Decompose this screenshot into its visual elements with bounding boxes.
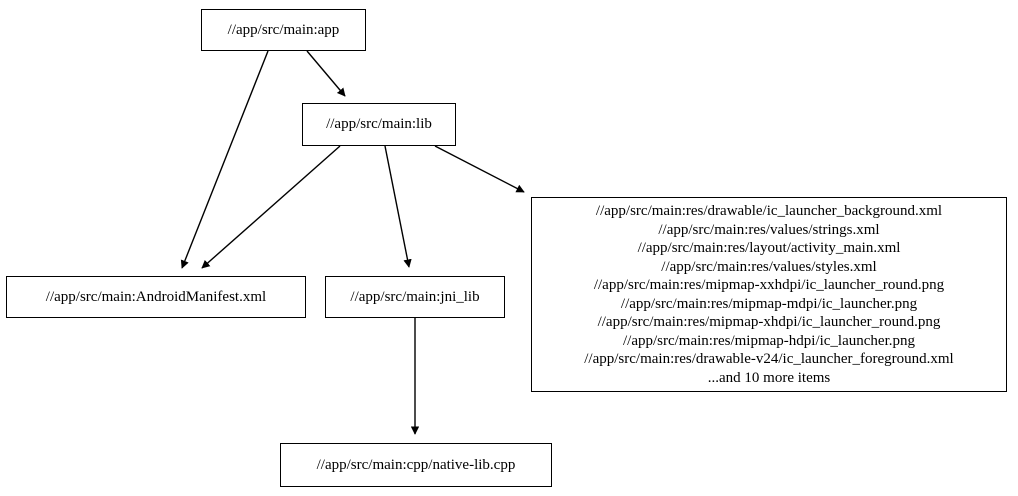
node-native-lib-cpp-label: //app/src/main:cpp/native-lib.cpp	[316, 456, 516, 473]
node-lib[interactable]: //app/src/main:lib	[302, 103, 456, 146]
edge-lib-to-jni-lib	[384, 145, 412, 268]
node-app-label: //app/src/main:app	[227, 21, 340, 38]
edge-lib-to-android-manifest	[201, 145, 341, 269]
edge-lib-to-res-group	[434, 145, 525, 193]
node-native-lib-cpp[interactable]: //app/src/main:cpp/native-lib.cpp	[280, 443, 552, 487]
node-android-manifest-label: //app/src/main:AndroidManifest.xml	[45, 288, 267, 305]
node-res-group[interactable]: //app/src/main:res/drawable/ic_launcher_…	[531, 197, 1007, 392]
node-res-group-label: //app/src/main:res/drawable/ic_launcher_…	[584, 203, 954, 386]
edge-app-to-android-manifest	[180, 50, 269, 269]
node-jni-lib[interactable]: //app/src/main:jni_lib	[325, 276, 505, 318]
edge-app-to-lib	[306, 50, 346, 97]
node-android-manifest[interactable]: //app/src/main:AndroidManifest.xml	[6, 276, 306, 318]
node-lib-label: //app/src/main:lib	[326, 116, 432, 132]
node-app[interactable]: //app/src/main:app	[201, 9, 366, 51]
node-jni-lib-label: //app/src/main:jni_lib	[350, 288, 480, 305]
